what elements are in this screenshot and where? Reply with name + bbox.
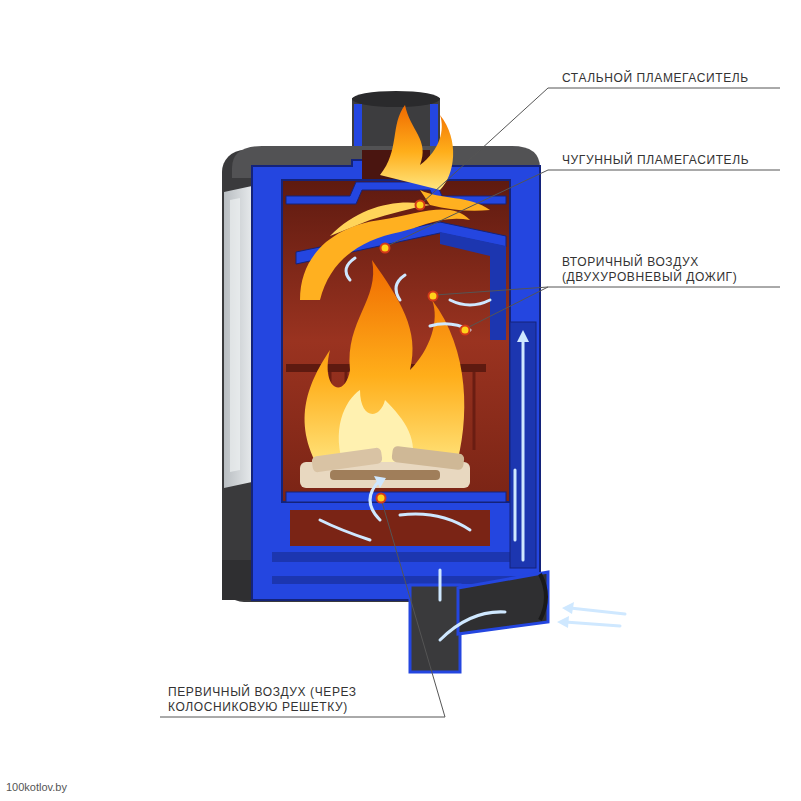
air-arrow-heads-part <box>557 616 569 628</box>
air-flow-arrows-part <box>450 300 490 305</box>
stove-body-part <box>230 198 240 472</box>
callout-dots-part <box>381 244 390 253</box>
flue-pipe-part <box>352 91 440 107</box>
air-inlet <box>410 572 548 672</box>
air-flow-arrows-part <box>439 570 442 600</box>
air-inlet-part <box>540 574 546 620</box>
callout-dots-part <box>429 292 438 301</box>
part-label: СТАЛЬНОЙ ПЛАМЕГАСИТЕЛЬ <box>562 71 784 86</box>
callout-dots-part <box>416 201 425 210</box>
stove-body <box>222 146 540 602</box>
air-flow-arrows-part <box>440 612 505 640</box>
leader-lines-part <box>422 88 780 203</box>
air-flow-arrows-part <box>320 520 370 540</box>
callout-dots-part <box>377 494 386 503</box>
cutaway-section <box>252 150 540 600</box>
steel-baffle-part <box>286 182 506 204</box>
cutaway-section-part <box>252 160 540 600</box>
air-flow-arrows-part <box>346 258 355 280</box>
stove-body-part <box>224 186 252 488</box>
grate-and-ashpan-part <box>286 492 506 502</box>
flames-part <box>420 190 490 211</box>
air-arrow-heads-part <box>562 602 574 614</box>
part-label: ВТОРИЧНЫЙ ВОЗДУХ (ДВУХУРОВНЕВЫЙ ДОЖИГ) <box>562 255 777 285</box>
part-label: ПЕРВИЧНЫЙ ВОЗДУХ (ЧЕРЕЗ КОЛОСНИКОВУЮ РЕШ… <box>168 685 443 715</box>
stove-body-part <box>222 150 540 602</box>
cutaway-section-part-part <box>473 372 476 450</box>
stove-body-part <box>222 560 252 600</box>
air-flow-arrows <box>320 258 625 640</box>
watermark: 100kotlov.by <box>6 780 146 795</box>
air-arrow-heads-part <box>374 476 386 488</box>
steel-baffle <box>286 182 506 204</box>
callout-dots <box>377 201 470 503</box>
flames-part <box>305 260 465 470</box>
secondary-air-channel <box>510 322 536 568</box>
leader-lines-part <box>467 287 548 328</box>
leader-lines-part <box>387 170 780 246</box>
leader-lines-part <box>435 287 780 295</box>
air-flow-arrows-part <box>565 622 620 626</box>
callout-dots-part <box>461 326 470 335</box>
part-label: ЧУГУННЫЙ ПЛАМЕГАСИТЕЛЬ <box>562 153 784 168</box>
air-flow-arrows-part <box>396 275 405 300</box>
grate-and-ashpan-part <box>272 552 520 562</box>
flames-part <box>300 210 470 300</box>
air-flow-arrows-part <box>400 514 470 530</box>
leader-lines <box>160 88 780 717</box>
flames-part <box>330 203 430 236</box>
logs <box>300 446 470 488</box>
air-flow-arrows-part <box>522 340 525 560</box>
flames <box>300 105 490 470</box>
flames-part <box>380 105 453 190</box>
air-arrow-heads <box>374 330 574 628</box>
logs-part <box>311 447 383 473</box>
air-arrow-heads-part <box>517 330 529 342</box>
secondary-air-channel-part <box>510 322 536 568</box>
air-inlet-part <box>458 572 548 634</box>
air-flow-arrows-part <box>514 470 517 540</box>
leader-lines-part <box>160 502 445 717</box>
cutaway-section-part <box>282 180 510 502</box>
logs-part <box>391 446 464 471</box>
air-flow-arrows-part <box>570 608 625 614</box>
cutaway-section-part <box>252 160 540 600</box>
grate-and-ashpan <box>272 492 520 584</box>
cutaway-section-part <box>282 180 510 502</box>
